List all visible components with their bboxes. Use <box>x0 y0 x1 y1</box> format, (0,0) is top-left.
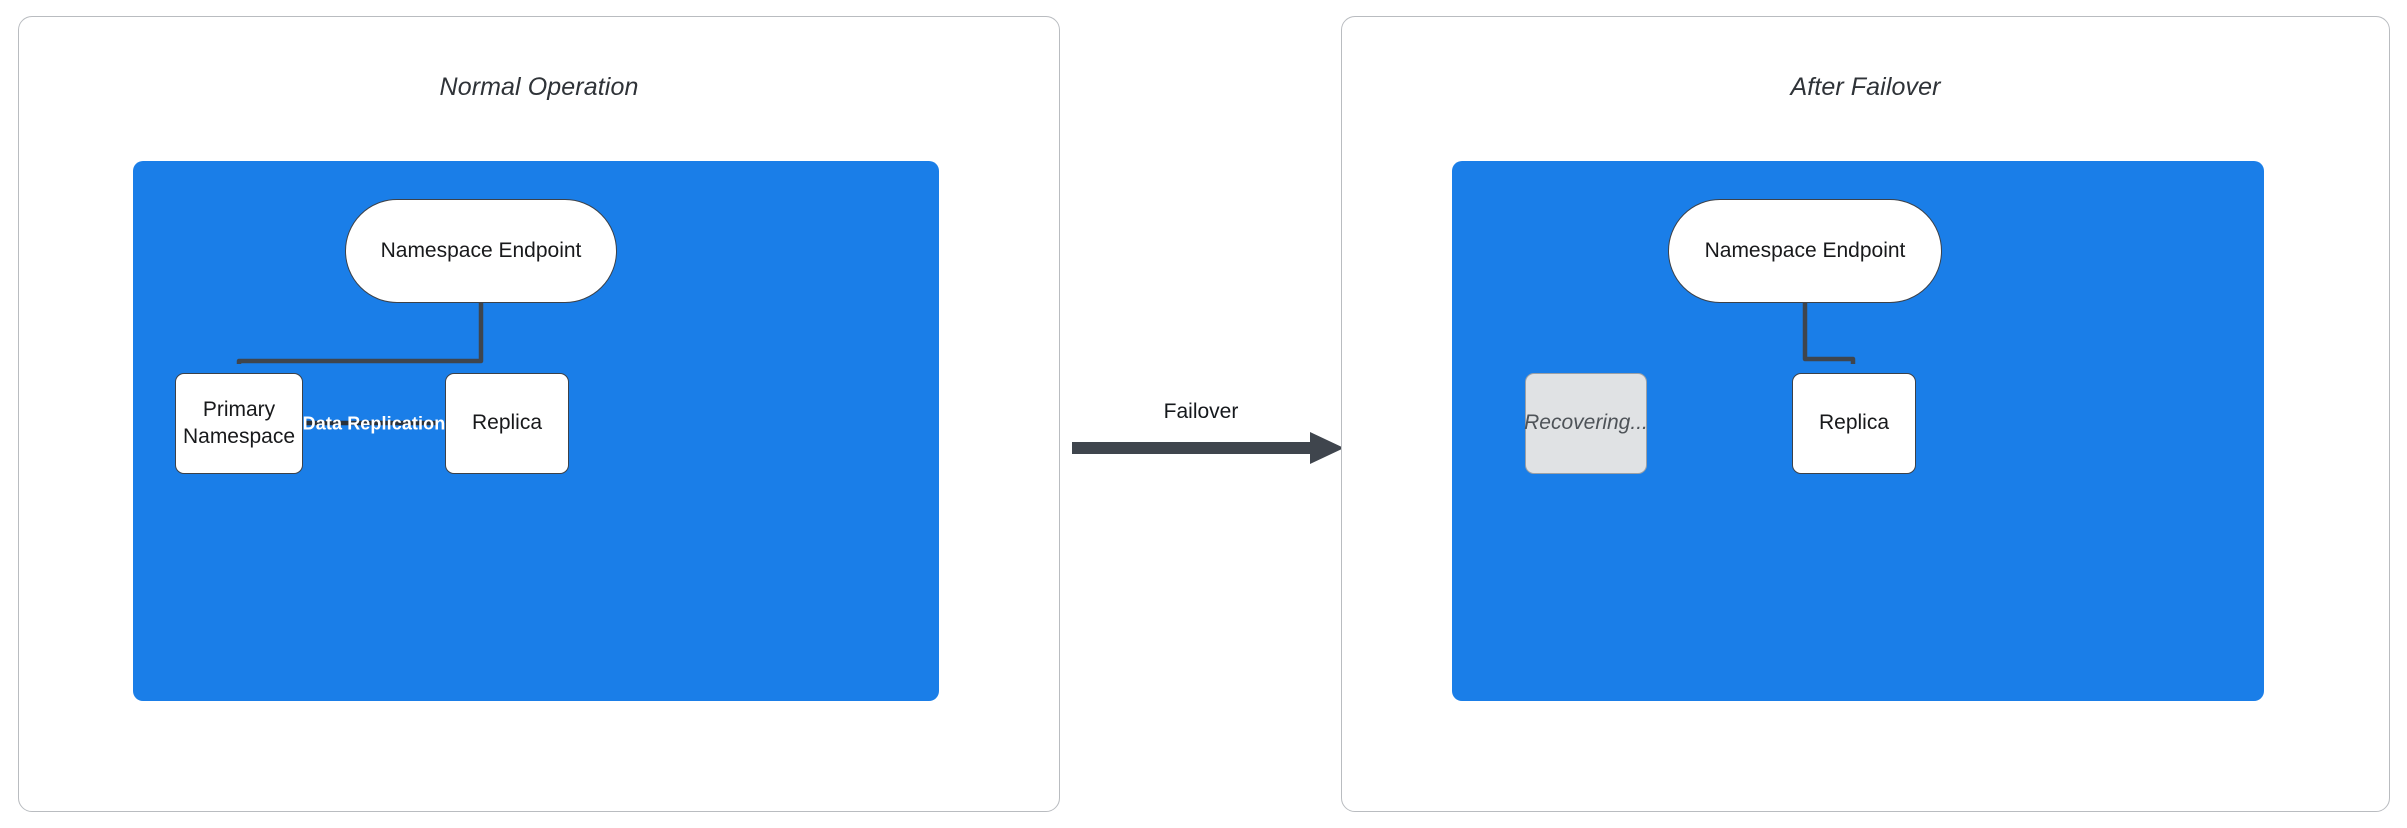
node-recovering[interactable]: Recovering... <box>1524 373 1648 474</box>
node-namespace-endpoint-right[interactable]: Namespace Endpoint <box>1668 199 1942 303</box>
failover-label: Failover <box>1163 400 1239 423</box>
edge-label-data-replication: Data Replication <box>302 413 446 433</box>
zone-failover-region: Namespace Endpoint Recovering... Replica <box>1452 161 2264 701</box>
panel-title-normal-operation: Normal Operation <box>439 73 639 101</box>
primary-namespace-line-2: Namespace <box>182 424 296 448</box>
arrow-right-icon <box>1072 432 1344 464</box>
panel-title-after-failover: After Failover <box>1790 73 1941 101</box>
panel-after-failover: After Failover Namespace Endpoint Recove… <box>1341 16 2390 812</box>
node-replica-left[interactable]: Replica <box>445 373 569 474</box>
panel-normal-operation: Normal Operation Na <box>18 16 1060 812</box>
failover-transition: Failover <box>1072 400 1344 480</box>
node-namespace-endpoint-left[interactable]: Namespace Endpoint <box>345 199 617 303</box>
node-replica-right[interactable]: Replica <box>1792 373 1916 474</box>
node-primary-namespace[interactable]: Primary Namespace <box>175 373 303 474</box>
primary-namespace-line-1: Primary <box>202 397 276 421</box>
zone-primary-region: Namespace Endpoint Primary Namespace Rep… <box>133 161 939 701</box>
